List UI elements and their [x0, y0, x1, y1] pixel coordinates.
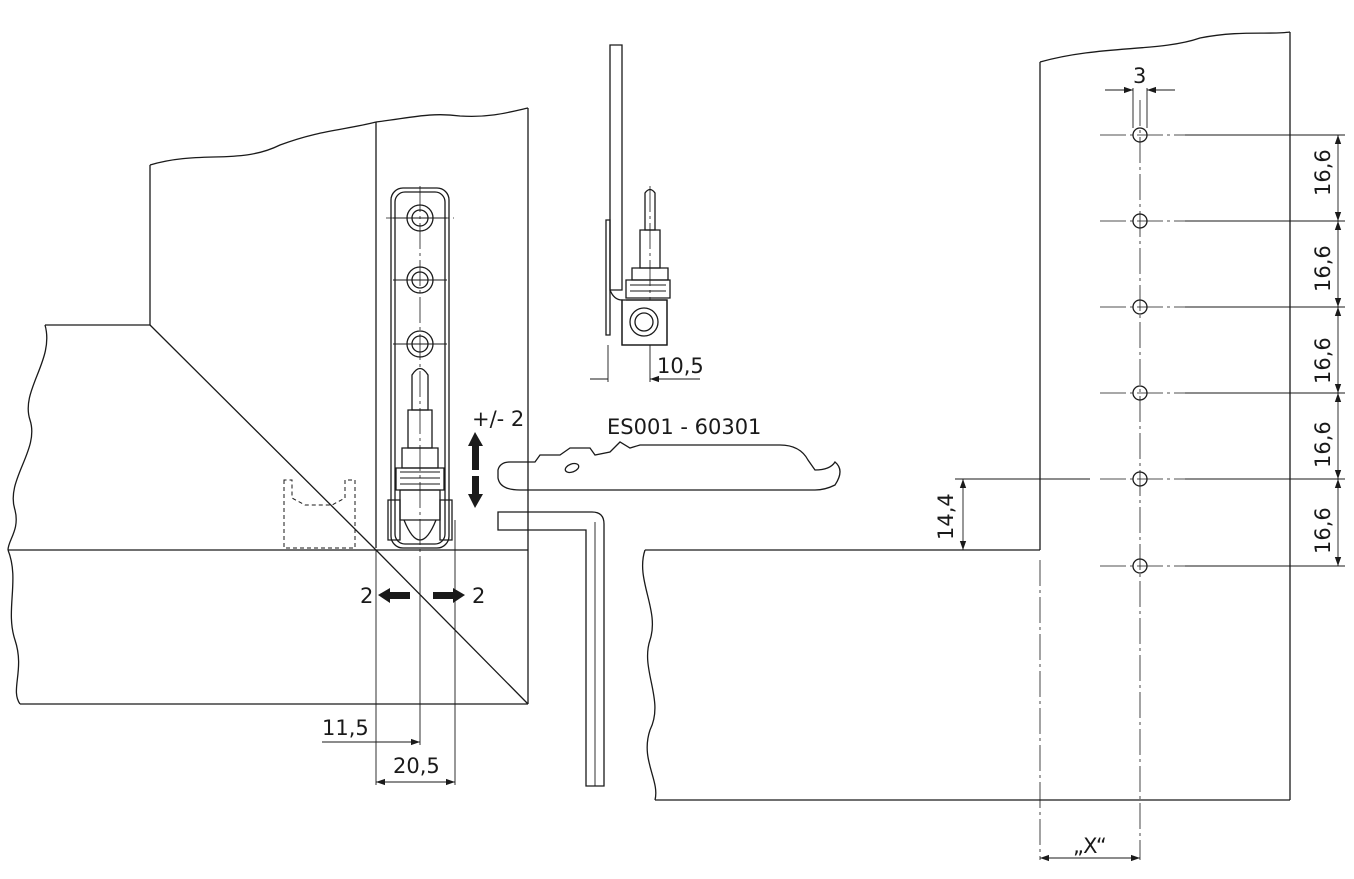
height-adjust-arrows: +/- 2: [468, 407, 524, 508]
height-adjust-label: +/- 2: [472, 407, 524, 431]
dim-10-5: 10,5: [657, 354, 704, 378]
dim-14-4: 14,4: [934, 493, 958, 540]
mounting-holes: [1100, 127, 1345, 574]
cabinet-corner-view: [7, 107, 529, 705]
part-number-label: ES001 - 60301: [607, 415, 761, 439]
dim-x: „X“: [1073, 834, 1107, 858]
hole-pitch-dimensions: 16,6 16,6 16,6 16,6 16,6: [1311, 135, 1342, 566]
adjustment-tool: [497, 441, 841, 491]
side-adjust-arrows: 2 2: [360, 584, 485, 608]
hole-diameter-dimension: 3: [1105, 64, 1175, 128]
dim-pitch-5: 16,6: [1311, 507, 1335, 554]
dim-pitch-4: 16,6: [1311, 421, 1335, 468]
dim-20-5: 20,5: [393, 754, 440, 778]
dim-11-5: 11,5: [322, 716, 369, 740]
dim-pitch-3: 16,6: [1311, 337, 1335, 384]
hole-pattern-panel: [641, 31, 1291, 860]
dim-3: 3: [1133, 64, 1146, 88]
side-adjust-right-label: 2: [472, 584, 485, 608]
x-offset-dimension: „X“: [1040, 834, 1140, 862]
hinge-offset-dimensions: 11,5 20,5: [322, 520, 456, 786]
first-hole-height-dimension: 14,4: [934, 478, 1090, 550]
dim-pitch-2: 16,6: [1311, 245, 1335, 292]
dim-pitch-1: 16,6: [1311, 149, 1335, 196]
hinge-front-view: [386, 186, 454, 560]
side-adjust-left-label: 2: [360, 584, 373, 608]
hinge-side-view: 10,5: [590, 44, 704, 383]
allen-key: [497, 511, 605, 787]
